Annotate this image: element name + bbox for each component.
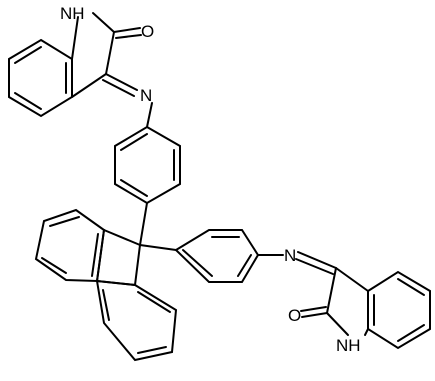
- fluorene-left-double-1: [49, 216, 80, 227]
- lower-carbonyl-1: [301, 312, 328, 318]
- lower-benzo-double-1: [397, 278, 425, 296]
- lower-carbonyl-2: [300, 306, 327, 312]
- lower-c2-n: [326, 312, 349, 336]
- lower-c3-c3a: [335, 267, 369, 292]
- upper-phenylene-ring: [114, 125, 181, 205]
- fluorene-core: [34, 208, 178, 362]
- upper-n-c2-bond: [92, 12, 115, 33]
- upper-imine-1: [105, 73, 138, 91]
- atom-label-nh-lower: NH: [336, 336, 361, 355]
- lower-benzo-double-2: [397, 324, 425, 342]
- lower-c3-c2: [326, 267, 337, 314]
- fluorene-bottom-double-3: [137, 291, 171, 313]
- fluorene-bottom-ring: [95, 279, 178, 362]
- atom-label-nh-upper: NH: [60, 4, 85, 23]
- lower-imine-1: [297, 251, 337, 269]
- upper-c3-c3a-bond: [71, 73, 107, 98]
- upper-c7a-n-bond: [71, 16, 79, 60]
- fluorene-left-double-3: [91, 233, 99, 277]
- upper-benzo-double-2: [14, 92, 42, 110]
- upper-benzo-ring: [8, 38, 73, 118]
- lower-benzo-ring: [367, 270, 431, 350]
- fluorene-bottom-double-2: [137, 346, 167, 354]
- upper-c2-c3-bond: [105, 31, 115, 75]
- upper-indolinone: [8, 12, 153, 128]
- upper-n-aryl-bond: [146, 102, 153, 128]
- atom-label-o-lower: O: [288, 306, 301, 325]
- upper-imine-2: [102, 79, 135, 97]
- lower-imine-2: [295, 258, 334, 275]
- upper-aryl-c9-bond: [139, 202, 148, 246]
- upper-carbonyl-2: [115, 34, 142, 39]
- right-phenylene-ring: [174, 229, 260, 283]
- atom-label-n-upper: N: [140, 86, 152, 105]
- c9-right-aryl-bond: [139, 244, 177, 251]
- atom-label-n-lower: N: [284, 246, 296, 265]
- lower-n-c7a: [364, 328, 369, 336]
- fluorene-left-double-2: [41, 257, 67, 274]
- fluorene-c9-c9a: [103, 229, 141, 246]
- fluorene-bottom-double-1: [102, 289, 110, 321]
- lower-indolinone: [295, 251, 431, 350]
- upper-carbonyl-1: [113, 27, 141, 33]
- fluorene-c9-c8a: [134, 244, 141, 286]
- upper-benzo-double-1: [14, 46, 42, 64]
- atom-label-o-upper: O: [141, 22, 154, 41]
